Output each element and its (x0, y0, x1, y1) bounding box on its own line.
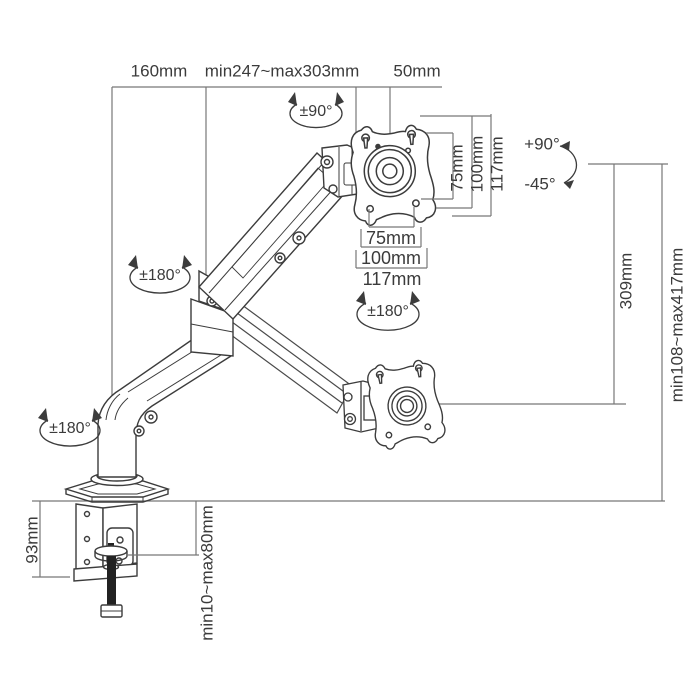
dim-label-vesa-side-117: 117mm (487, 136, 507, 192)
dim-label-160mm: 160mm (130, 61, 188, 81)
dim-label-vesa-side-75: 75mm (447, 144, 467, 192)
dim-label-clamp-height: 93mm (22, 516, 42, 564)
dim-label-vesa-bottom-75: 75mm (365, 228, 417, 248)
angle-label-elbow-rotation: ±180° (139, 267, 181, 284)
dimension-lines-front (32, 114, 492, 578)
rotate-arrow-icon-180-vesa (356, 291, 420, 331)
dim-label-reach: min247~max303mm (204, 61, 360, 81)
dim-label-height-range: min108~max417mm (667, 247, 687, 403)
dim-117-vertical (420, 114, 492, 217)
dim-117-horizontal (355, 248, 428, 269)
vesa-plate-upper (349, 123, 437, 227)
dim-label-height-travel: 309mm (616, 252, 636, 310)
rotate-arrow-icon-180-elbow (128, 255, 192, 294)
dim-clamp-height (32, 501, 70, 578)
dim-label-50mm: 50mm (393, 61, 441, 81)
arm-ghost-link (222, 301, 353, 414)
clamp-pad (94, 545, 128, 557)
dim-75-horizontal (368, 207, 415, 228)
arm-lower-link (97, 336, 233, 478)
rotate-arrow-icon-180-base (38, 408, 102, 447)
dim-75-vertical (421, 132, 454, 200)
dim-clamp-opening (128, 501, 199, 556)
angle-label-head-swivel: ±90° (299, 103, 333, 120)
rotate-arrow-icon-90 (288, 92, 344, 129)
clamp-screw (94, 543, 128, 618)
dim-100-vertical (436, 116, 473, 209)
tilt-arrow-icon (559, 141, 577, 189)
dim-label-vesa-bottom-100: 100mm (360, 248, 422, 268)
dim-label-clamp-opening: min10~max80mm (197, 505, 217, 641)
vesa-plate-lower (367, 359, 446, 450)
angle-label-tilt-down: -45° (524, 174, 556, 194)
rotation-symbols (38, 92, 577, 447)
angle-label-base-rotation: ±180° (49, 420, 91, 437)
angle-label-tilt-up: +90° (524, 134, 560, 154)
angle-label-vesa-rotation: ±180° (367, 303, 409, 320)
dim-label-vesa-side-100: 100mm (467, 135, 487, 193)
dim-100-horizontal (360, 227, 422, 248)
dimension-lines-back (32, 86, 668, 502)
dim-label-vesa-bottom-117: 117mm (362, 269, 422, 289)
desk-clamp (73, 503, 138, 582)
